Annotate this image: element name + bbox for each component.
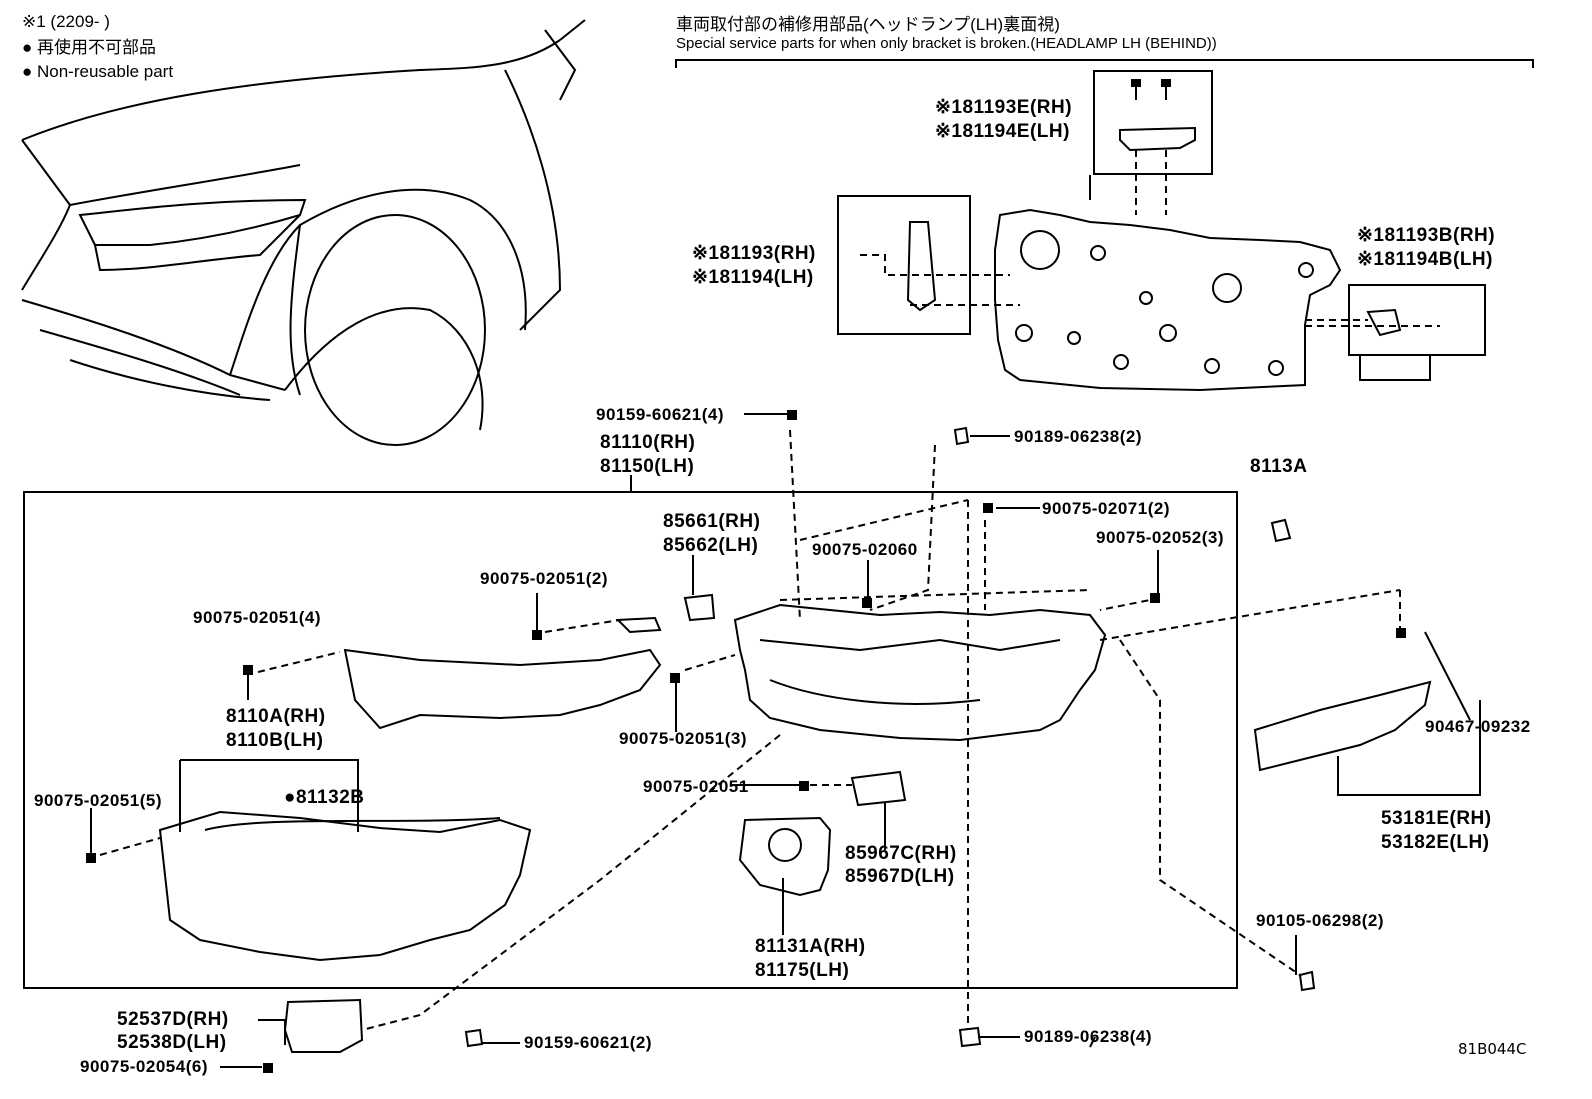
part-label-81194B: ※181194B(LH) xyxy=(1357,249,1493,270)
part-label-81150: 81150(LH) xyxy=(600,456,695,477)
diagram-code: 81B044C xyxy=(1458,1040,1527,1058)
part-label-81175: 81175(LH) xyxy=(755,960,850,981)
part-label-52538D: 52538D(LH) xyxy=(117,1032,227,1053)
part-label-8110B: 8110B(LH) xyxy=(226,730,324,751)
part-label-90075-02051-5: 90075-02051(5) xyxy=(34,791,162,810)
part-label-8113A: 8113A xyxy=(1250,456,1308,477)
part-label-90075-02051-3: 90075-02051(3) xyxy=(619,729,747,748)
header-title-jp: 車両取付部の補修用部品(ヘッドランプ(LH)裏面視) xyxy=(676,15,1060,34)
part-label-90075-02054: 90075-02054(6) xyxy=(80,1057,208,1076)
note-non-reusable-en: ● Non-reusable part xyxy=(22,62,174,81)
part-label-81131A: 81131A(RH) xyxy=(755,936,866,957)
part-label-81194E: ※181194E(LH) xyxy=(935,121,1070,142)
part-label-53182E: 53182E(LH) xyxy=(1381,832,1490,853)
part-label-90189-4: 90189-06238(4) xyxy=(1024,1027,1152,1046)
part-label-81193E: ※181193E(RH) xyxy=(935,97,1073,118)
part-label-90189-2: 90189-06238(2) xyxy=(1014,427,1142,446)
part-label-90075-02051: 90075-02051 xyxy=(643,777,749,796)
part-label-90075-02052: 90075-02052(3) xyxy=(1096,528,1224,547)
part-label-8110A: 8110A(RH) xyxy=(226,706,326,727)
note-star-period: ※1 (2209- ) xyxy=(22,12,110,31)
part-label-85661: 85661(RH) xyxy=(663,511,761,532)
part-label-90105: 90105-06298(2) xyxy=(1256,911,1384,930)
part-label-81110: 81110(RH) xyxy=(600,432,696,453)
part-label-53181E: 53181E(RH) xyxy=(1381,808,1492,829)
part-label-90075-02051-4: 90075-02051(4) xyxy=(193,608,321,627)
part-label-52537D: 52537D(RH) xyxy=(117,1009,229,1030)
part-label-90075-02071: 90075-02071(2) xyxy=(1042,499,1170,518)
note-non-reusable-jp: ● 再使用不可部品 xyxy=(22,38,156,57)
part-label-81194: ※181194(LH) xyxy=(692,267,814,288)
vehicle-front-illustration xyxy=(21,19,586,446)
part-label-90159-2: 90159-60621(2) xyxy=(524,1033,652,1052)
part-label-85662: 85662(LH) xyxy=(663,535,759,556)
part-label-81193: ※181193(RH) xyxy=(692,243,816,264)
part-label-85967C: 85967C(RH) xyxy=(845,843,957,864)
part-label-90159-4: 90159-60621(4) xyxy=(596,405,724,424)
part-label-81132B: ●81132B xyxy=(284,787,365,808)
part-label-85967D: 85967D(LH) xyxy=(845,866,955,887)
part-label-90075-02060: 90075-02060 xyxy=(812,540,918,559)
part-label-81193B: ※181193B(RH) xyxy=(1357,225,1496,246)
part-label-90075-02051-2: 90075-02051(2) xyxy=(480,569,608,588)
header-title-en: Special service parts for when only brac… xyxy=(676,35,1217,52)
part-label-90467: 90467-09232 xyxy=(1425,717,1531,736)
